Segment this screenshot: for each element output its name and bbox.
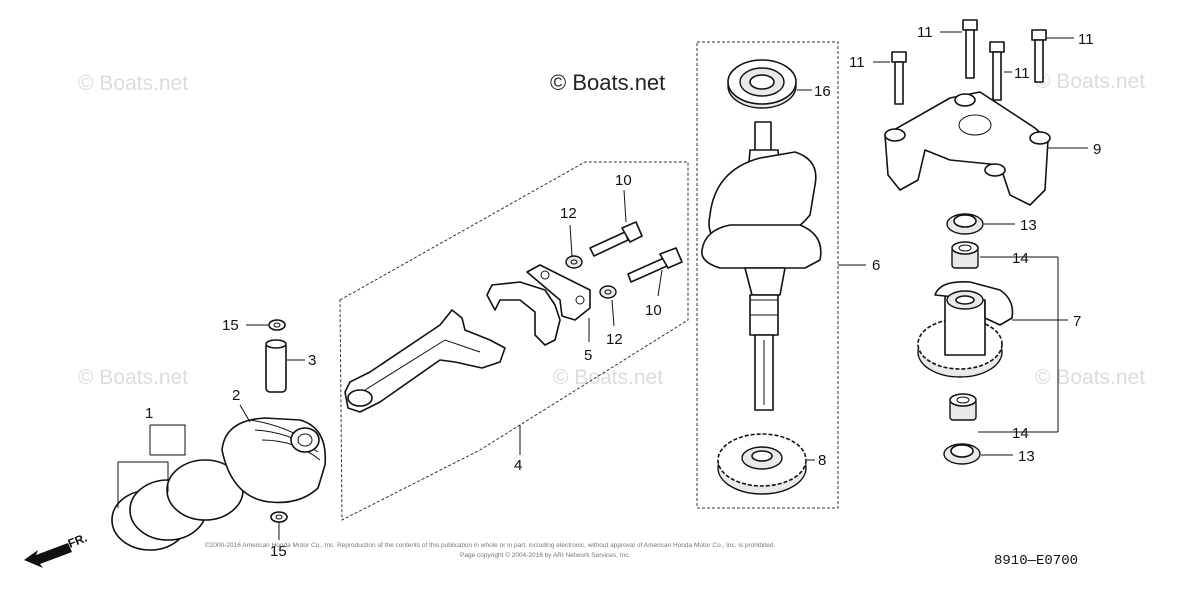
seal-upper-part-13 [946,213,1015,235]
bolt-11-c [989,41,1012,101]
label-part-3: 3 [308,352,316,369]
label-part-11-b: 11 [917,24,933,41]
label-part-11-c: 11 [1014,65,1030,82]
label-part-14-lower: 14 [1012,425,1029,442]
diagram-code: 8910—E0700 [994,553,1078,569]
faint-watermarks: © Boats.net © Boats.net © Boats.net © Bo… [78,70,1145,389]
bolt-11-d [1031,29,1074,83]
label-part-5: 5 [584,347,592,364]
balancer-holder-part-9 [884,91,1088,206]
piston-part-2 [221,404,327,504]
label-part-6: 6 [872,257,880,274]
front-arrow-icon [24,543,72,568]
label-part-11-a: 11 [849,54,865,71]
bolt-lower-part-10 [627,247,683,297]
label-part-2: 2 [232,387,240,404]
label-part-10-lower: 10 [645,302,662,319]
watermark-top-left: © Boats.net [78,72,188,95]
copyright-line-1: ©2000-2016 American Honda Motor Co., Inc… [205,541,775,549]
label-part-15-top: 15 [222,317,239,334]
piston-pin-part-3 [265,339,305,393]
copyright-line-2: Page copyright © 2004-2016 by ARI Networ… [460,551,630,559]
connecting-rod-group-part-4 [339,161,689,521]
crankshaft-group-part-6 [696,41,866,509]
label-part-12-upper: 12 [560,205,577,222]
watermark-top-right: © Boats.net [1035,70,1145,93]
bolt-11-a [873,51,907,105]
seal-lower-part-13 [943,443,1013,465]
label-part-11-d: 11 [1078,31,1094,48]
label-part-12-lower: 12 [606,331,623,348]
label-part-16: 16 [814,83,831,100]
label-part-9: 9 [1093,141,1101,158]
watermark-main: © Boats.net [550,70,665,95]
bolt-upper-part-10 [589,189,643,257]
label-part-13-lower: 13 [1018,448,1035,465]
bolts-part-11 [873,19,1074,105]
watermark-mid-center: © Boats.net [553,366,663,389]
label-part-1: 1 [145,405,153,422]
bearing-part-16 [727,59,812,109]
piston-rings-part-1 [111,424,244,551]
washer-upper-part-12 [565,224,583,269]
crank-gear-part-8 [717,433,815,495]
leader-part-14 [978,256,1059,433]
label-part-15-bottom: 15 [270,543,287,560]
rod-cap-part-5 [486,264,591,346]
label-part-13-upper: 13 [1020,217,1037,234]
clip-bottom-part-15 [270,511,288,540]
label-part-14-upper: 14 [1012,250,1029,267]
balancer-part-7 [917,280,1068,378]
label-part-7: 7 [1073,313,1081,330]
clip-top-part-15 [246,319,286,331]
crankshaft [701,121,822,411]
bolt-11-b [940,19,978,79]
watermark-mid-left: © Boats.net [78,366,188,389]
bearing-lower-part-14 [949,393,977,421]
front-label: FR. [66,531,89,551]
label-part-10-upper: 10 [615,172,632,189]
washer-lower-part-12 [599,285,617,327]
label-part-8: 8 [818,452,826,469]
bearing-upper-part-14 [951,241,979,269]
watermark-mid-right: © Boats.net [1035,366,1145,389]
front-direction-marker: FR. [24,531,89,568]
label-part-4: 4 [514,457,522,474]
